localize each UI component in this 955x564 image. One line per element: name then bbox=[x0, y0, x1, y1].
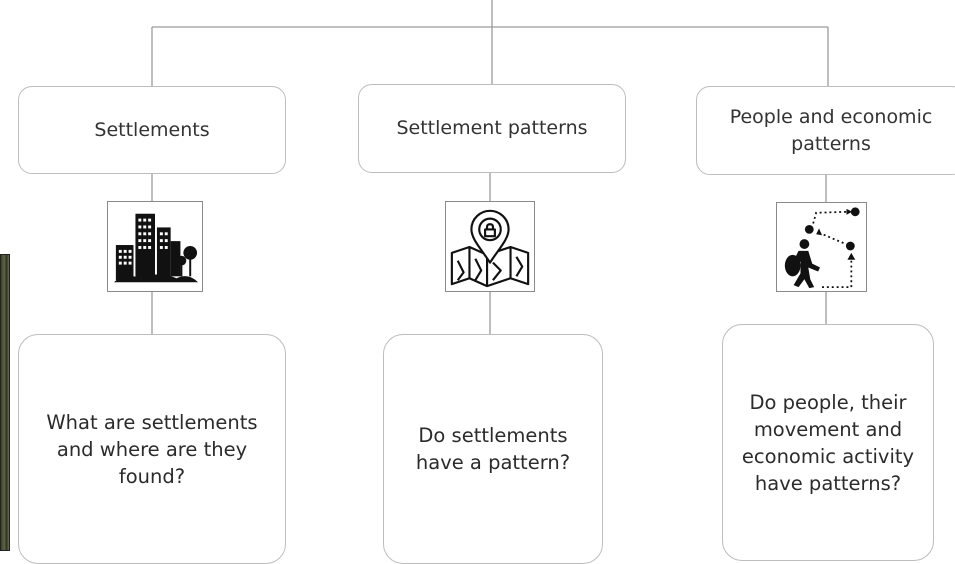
settlements-question: What are settlements and where are they … bbox=[46, 410, 258, 488]
settlements-question-box: What are settlements and where are they … bbox=[18, 334, 286, 564]
settlements-title: Settlements bbox=[94, 118, 210, 141]
walking-person-route-icon bbox=[776, 202, 867, 292]
map-pin-icon bbox=[445, 201, 535, 292]
settlement-patterns-title-box: Settlement patterns bbox=[358, 84, 626, 173]
photo-edge-strip bbox=[0, 254, 10, 551]
city-buildings-icon bbox=[107, 201, 203, 292]
people-economic-patterns-title-box: People and economic patterns bbox=[696, 86, 955, 175]
settlement-patterns-question-box: Do settlements have a pattern? bbox=[383, 334, 603, 564]
settlement-patterns-title: Settlement patterns bbox=[396, 117, 588, 139]
settlements-title-box: Settlements bbox=[18, 86, 286, 174]
people-economic-patterns-question: Do people, their movement and economic a… bbox=[741, 390, 915, 495]
settlement-patterns-question: Do settlements have a pattern? bbox=[415, 424, 571, 474]
people-economic-patterns-question-box: Do people, their movement and economic a… bbox=[722, 324, 934, 561]
people-economic-patterns-title: People and economic patterns bbox=[729, 105, 933, 155]
